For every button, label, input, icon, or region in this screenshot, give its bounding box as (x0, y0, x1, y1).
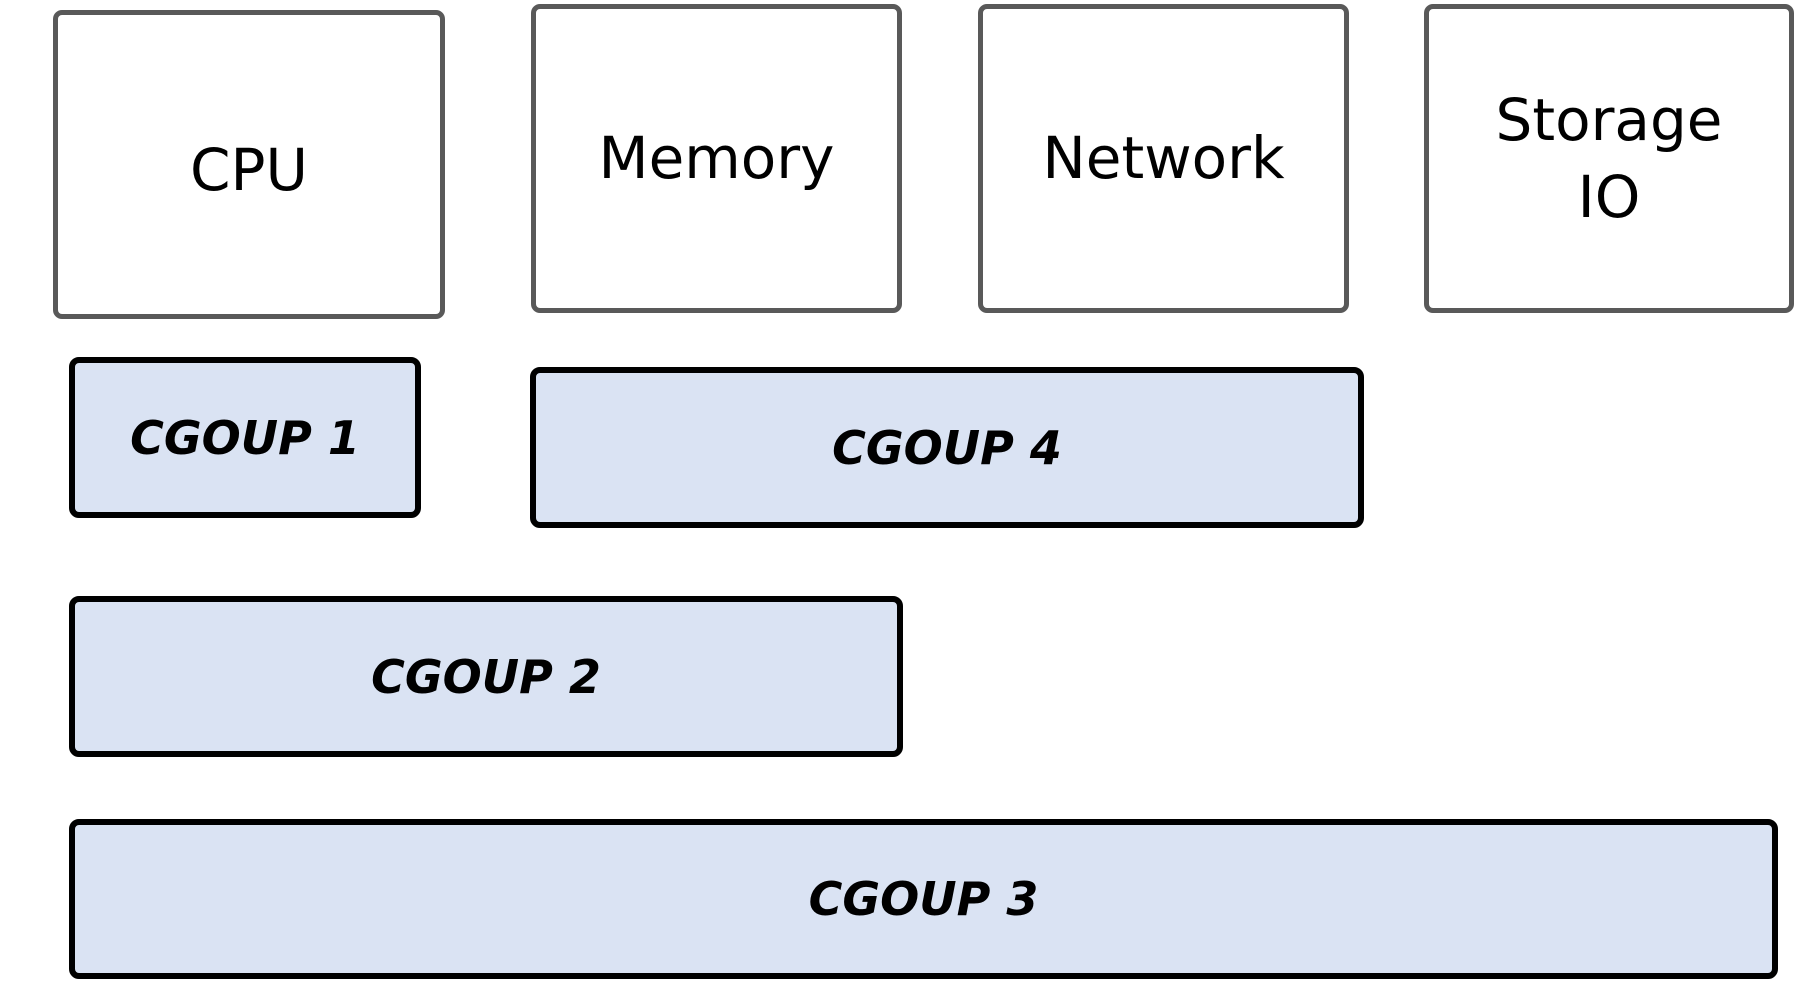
resource-label-storage-io: Storage IO (1495, 85, 1723, 231)
cgroup-label-2: CGOUP 2 (371, 649, 601, 704)
cgroup-label-1: CGOUP 1 (130, 410, 360, 465)
resource-box-network: Network (978, 4, 1349, 313)
cgroup-label-4: CGOUP 4 (832, 420, 1062, 475)
resource-label-network: Network (1042, 124, 1285, 192)
cgroup-box-1: CGOUP 1 (69, 357, 421, 518)
resource-box-storage-io: Storage IO (1424, 4, 1794, 313)
cgroup-box-4: CGOUP 4 (530, 367, 1364, 528)
resource-box-memory: Memory (531, 4, 902, 313)
resource-box-cpu: CPU (53, 10, 445, 319)
resource-label-memory: Memory (598, 124, 835, 192)
cgroup-box-2: CGOUP 2 (69, 596, 903, 757)
cgroup-box-3: CGOUP 3 (69, 819, 1778, 979)
cgroup-label-3: CGOUP 3 (808, 872, 1039, 926)
resource-label-cpu: CPU (190, 136, 308, 204)
